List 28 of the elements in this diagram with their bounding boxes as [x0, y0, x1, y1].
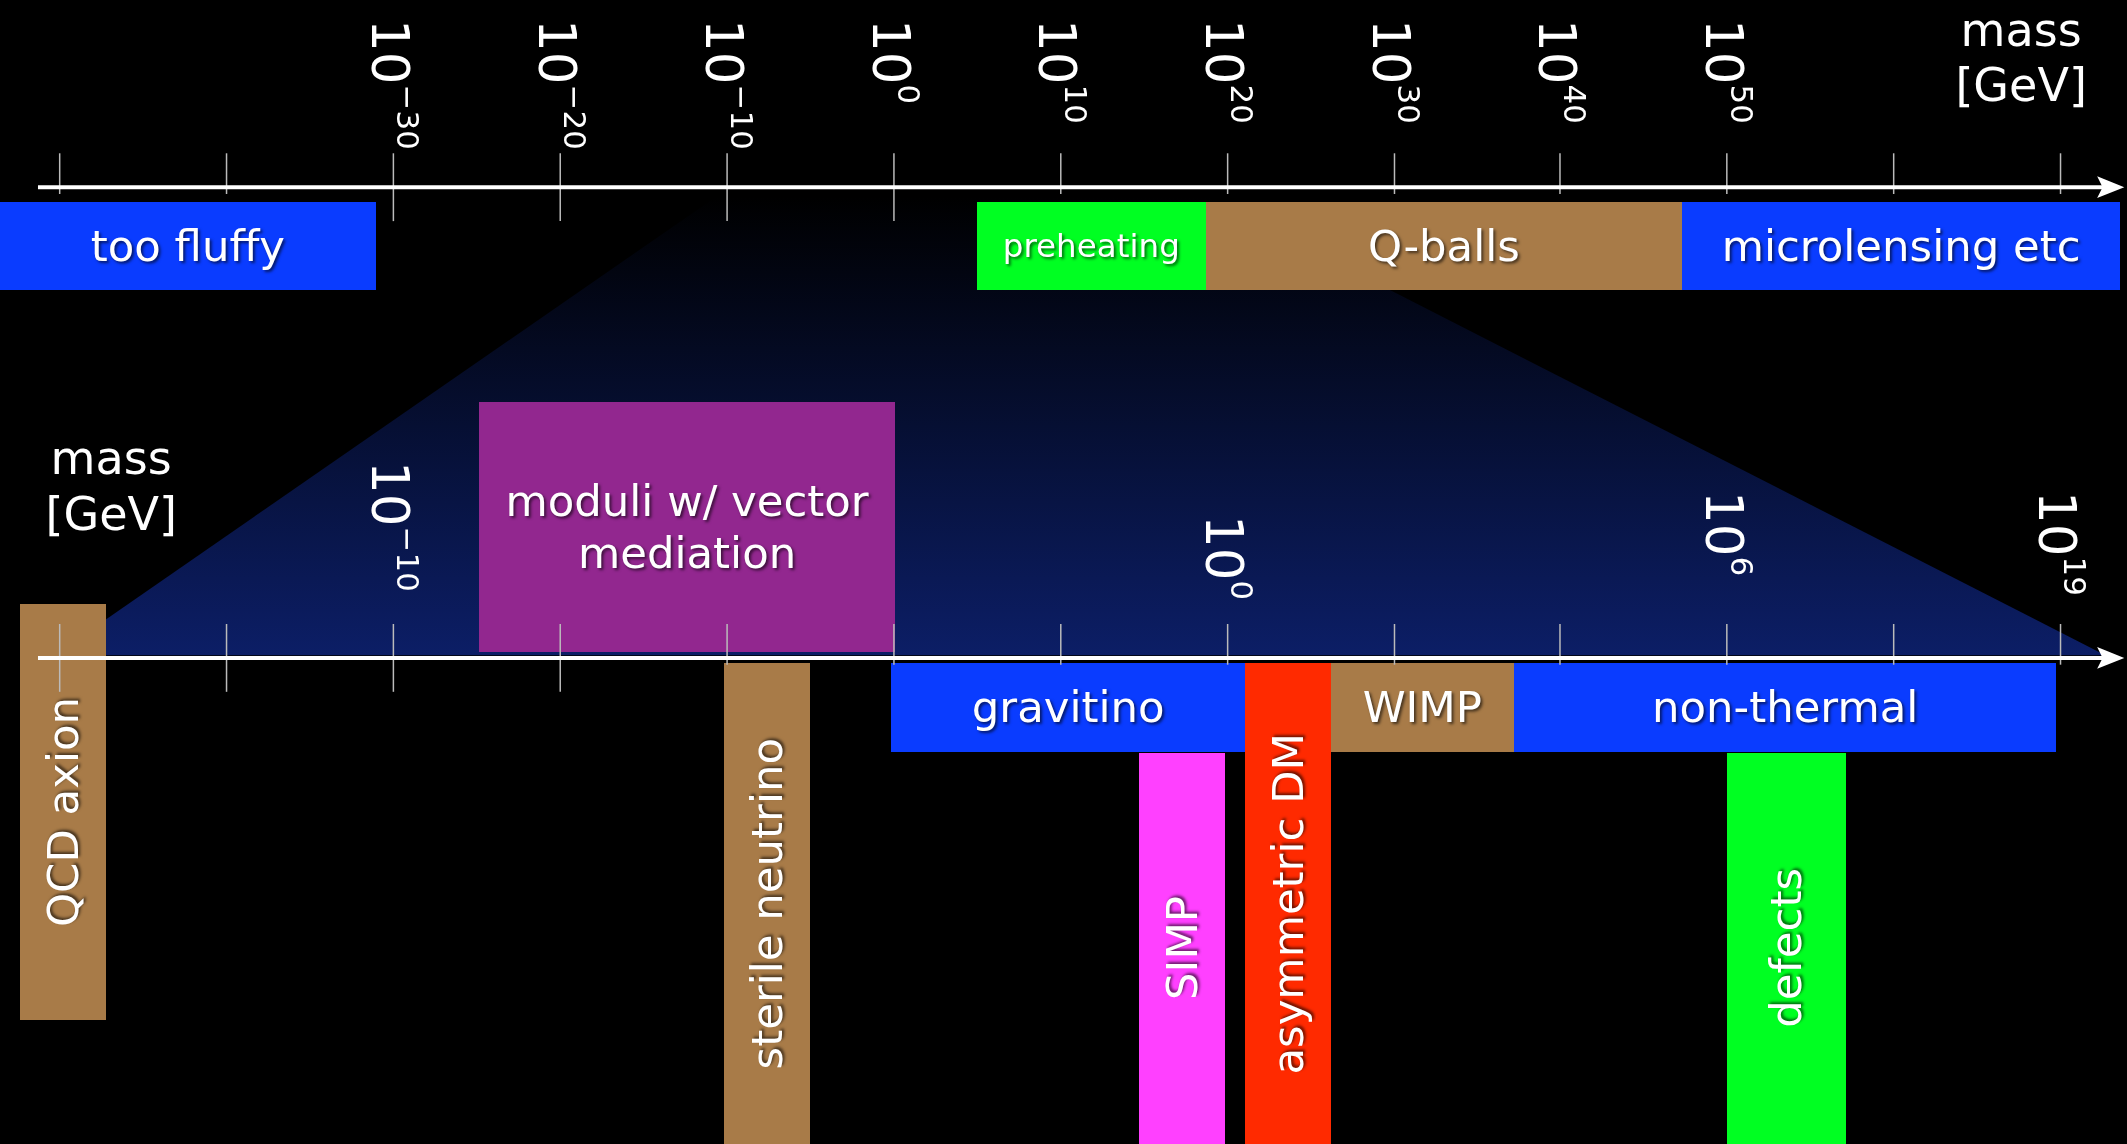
- range-label: WIMP: [1362, 681, 1482, 734]
- range-label: sterile neutrino: [741, 737, 794, 1070]
- range-bar: [20, 603, 106, 1021]
- range-label: moduli w/ vector mediation: [504, 474, 870, 580]
- range-label: asymmetric DM: [1261, 732, 1314, 1075]
- axis-title: mass [GeV]: [44, 431, 179, 543]
- range-bar: [1139, 752, 1225, 1144]
- range-label: too fluffy: [90, 220, 286, 273]
- range-bar: [1682, 202, 2121, 291]
- range-bar: [1513, 663, 2057, 752]
- range-label: non-thermal: [1651, 681, 1919, 734]
- range-bar: [1330, 663, 1514, 752]
- range-bar: [976, 202, 1206, 291]
- range-bar: [478, 401, 896, 653]
- range-label: QCD axion: [37, 696, 90, 927]
- range-bar: [1245, 663, 1331, 1144]
- range-bar: [1205, 202, 1683, 291]
- axis-title: mass [GeV]: [1954, 2, 2088, 114]
- range-label: SIMP: [1156, 896, 1209, 1001]
- range-bar: [724, 663, 810, 1144]
- range-label: Q-balls: [1368, 220, 1520, 273]
- range-bar: [891, 663, 1246, 752]
- range-label: gravitino: [971, 681, 1165, 734]
- range-bar: [1726, 752, 1847, 1144]
- range-bar: [0, 202, 376, 291]
- range-label: microlensing etc: [1721, 220, 2081, 273]
- range-label: defects: [1760, 868, 1813, 1029]
- range-label: preheating: [1002, 226, 1180, 266]
